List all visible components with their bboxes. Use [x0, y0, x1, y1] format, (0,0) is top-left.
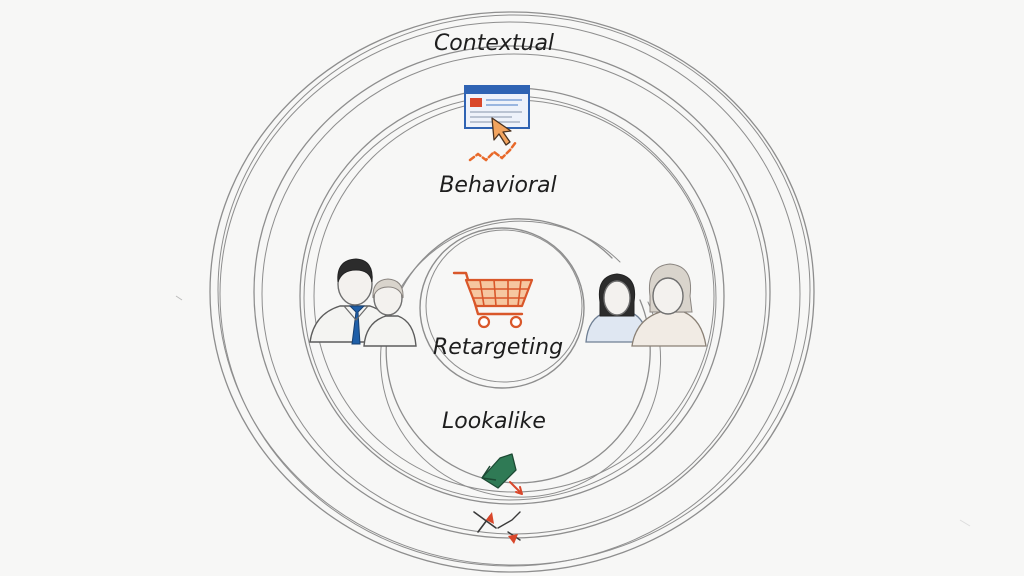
shopping-cart-icon: [452, 271, 534, 329]
ring-retargeting: [419, 227, 585, 389]
cursor-arrow-icon: [468, 117, 518, 162]
browser-window-icon: [464, 85, 530, 129]
label-lookalike: Lookalike: [442, 409, 546, 434]
label-retargeting: Retargeting: [433, 335, 563, 360]
arrows-icon: [473, 453, 523, 544]
ring-lookalike: [380, 218, 662, 498]
people-group-left-icon: [309, 258, 417, 347]
label-behavioral: Behavioral: [439, 173, 556, 198]
people-group-right-icon: [585, 263, 707, 347]
background-scribbles: [175, 295, 971, 527]
label-contextual: Contextual: [434, 31, 554, 56]
